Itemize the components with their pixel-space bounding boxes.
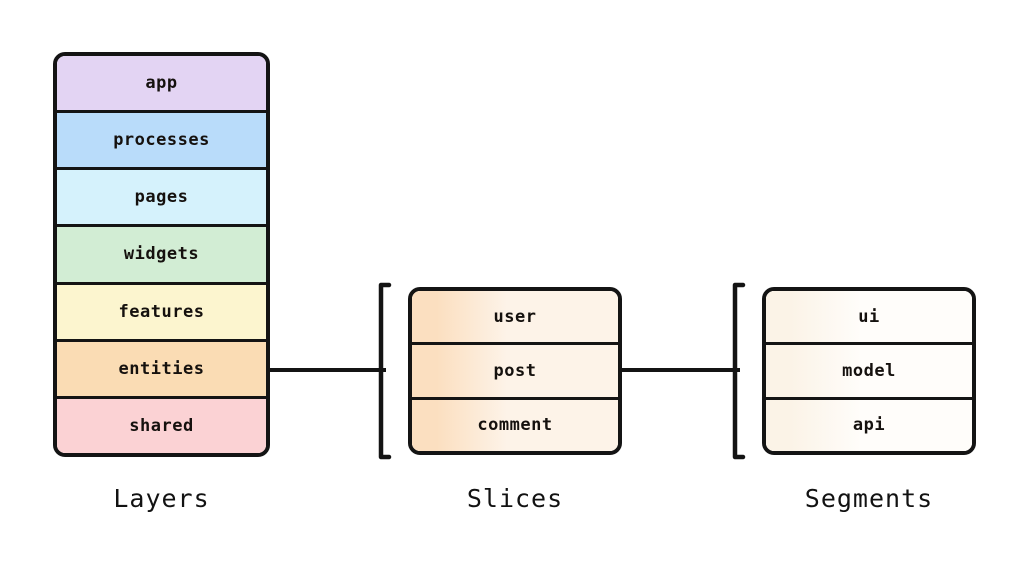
slices-stack: user post comment [408, 287, 622, 455]
layers-stack: app processes pages widgets features ent… [53, 52, 270, 457]
layer-row-widgets[interactable]: widgets [57, 227, 266, 285]
layer-label-app: app [145, 73, 178, 94]
segment-accent-stripe [766, 291, 861, 343]
segment-accent-stripe [766, 399, 861, 451]
bracket-slices-icon [378, 282, 392, 460]
slice-label-user: user [493, 306, 537, 327]
segment-row-ui[interactable]: ui [766, 291, 972, 346]
layer-row-entities[interactable]: entities [57, 341, 266, 399]
layer-label-entities: entities [118, 358, 205, 379]
layer-label-shared: shared [129, 415, 194, 436]
segment-row-api[interactable]: api [766, 399, 972, 451]
layer-label-features: features [118, 301, 205, 322]
caption-segments: Segments [804, 484, 934, 513]
slice-label-post: post [493, 360, 537, 381]
slice-label-comment: comment [477, 415, 553, 436]
layer-label-processes: processes [113, 130, 210, 151]
connector-layers-to-slices [268, 368, 386, 372]
layer-row-shared[interactable]: shared [57, 398, 266, 453]
layer-row-features[interactable]: features [57, 284, 266, 342]
bracket-segments-icon [732, 282, 746, 460]
segment-label-model: model [842, 360, 896, 381]
layer-row-app[interactable]: app [57, 56, 266, 114]
layer-label-widgets: widgets [123, 244, 200, 265]
slice-row-user[interactable]: user [412, 291, 618, 346]
segment-label-ui: ui [858, 306, 880, 327]
segment-label-api: api [852, 415, 886, 436]
segments-stack: ui model api [762, 287, 976, 455]
layer-label-pages: pages [134, 187, 189, 208]
layer-row-pages[interactable]: pages [57, 170, 266, 228]
layer-row-processes[interactable]: processes [57, 113, 266, 171]
slice-row-post[interactable]: post [412, 345, 618, 400]
caption-slices: Slices [466, 484, 564, 513]
caption-layers: Layers [113, 484, 210, 513]
connector-slices-to-segments [620, 368, 740, 372]
slice-row-comment[interactable]: comment [412, 399, 618, 451]
segment-row-model[interactable]: model [766, 345, 972, 400]
